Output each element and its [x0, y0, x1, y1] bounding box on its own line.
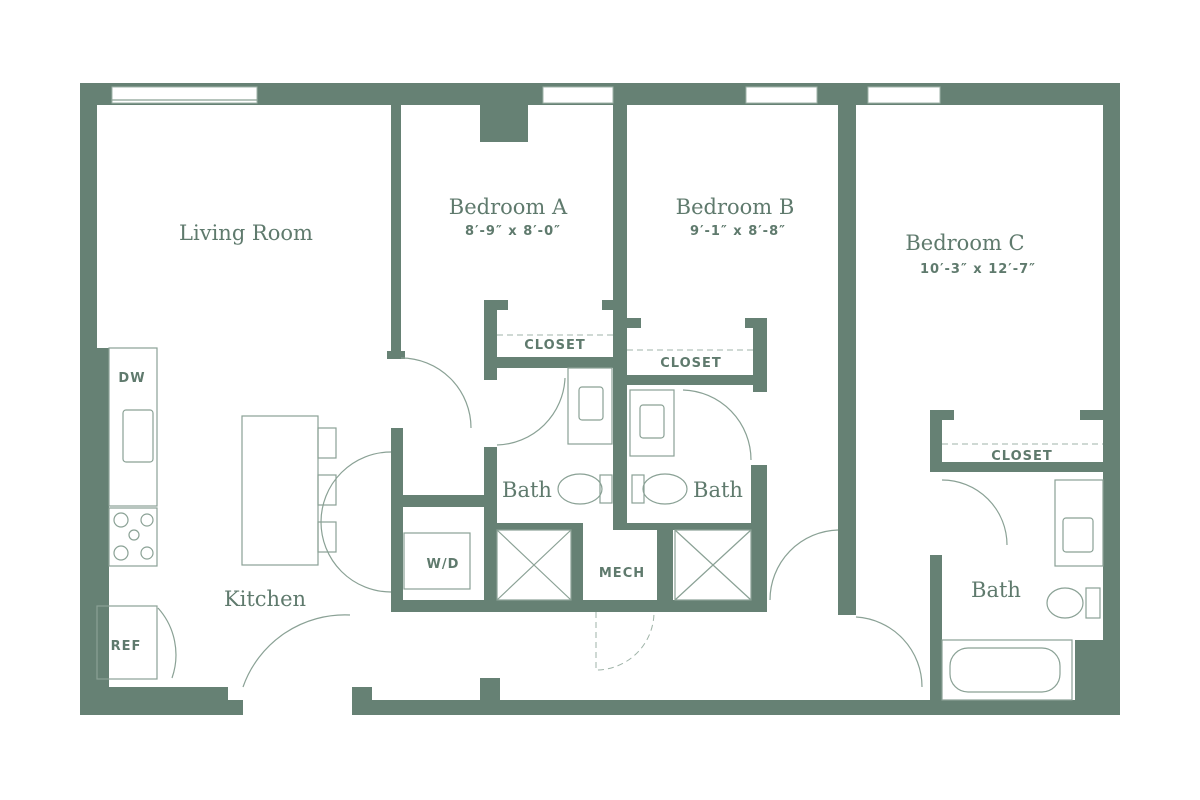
ref-label: REF	[111, 639, 142, 654]
bath-c-label: Bath	[971, 578, 1021, 602]
room-labels: Living Room Bedroom A 8′-9″ x 8′-0″ Bedr…	[111, 195, 1053, 654]
closet-a-label: CLOSET	[524, 338, 586, 353]
bedroom-c-dimensions: 10′-3″ x 12′-7″	[920, 262, 1036, 277]
bedroom-b-label: Bedroom B	[676, 195, 795, 219]
dishwasher-label: DW	[118, 371, 145, 386]
bedroom-b-dimensions: 9′-1″ x 8′-8″	[690, 224, 786, 239]
closet-c-label: CLOSET	[991, 449, 1053, 464]
kitchen-label: Kitchen	[224, 587, 306, 611]
fixtures	[96, 334, 1104, 701]
living-room-label: Living Room	[179, 221, 313, 245]
kitchen-island	[241, 415, 319, 566]
bath-a-label: Bath	[502, 478, 552, 502]
windows	[111, 86, 941, 104]
closet-b-label: CLOSET	[660, 356, 722, 371]
washer-dryer-label: W/D	[427, 557, 460, 572]
walls	[80, 83, 1120, 715]
mech-label: MECH	[599, 566, 645, 581]
bedroom-c-label: Bedroom C	[905, 231, 1024, 255]
bath-b-label: Bath	[693, 478, 743, 502]
bedroom-a-dimensions: 8′-9″ x 8′-0″	[465, 224, 561, 239]
bedroom-a-label: Bedroom A	[449, 195, 568, 219]
doors	[157, 357, 1008, 688]
